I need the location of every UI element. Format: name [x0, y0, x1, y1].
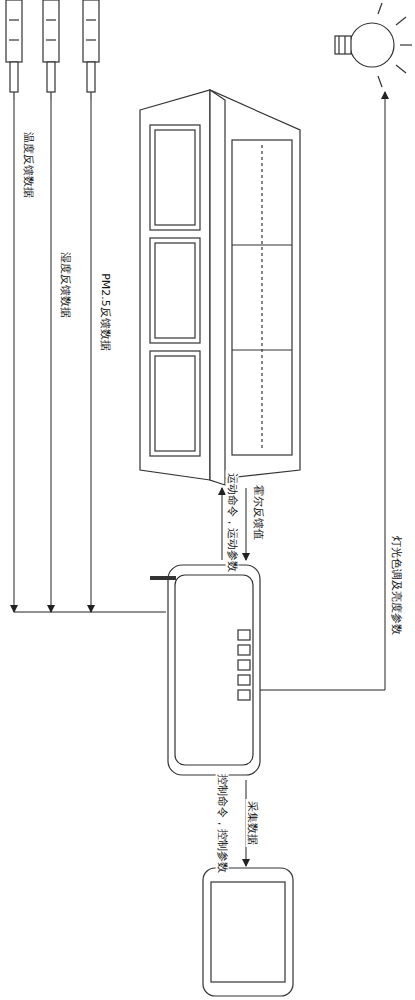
light-parameter-label: 灯光色调及亮度参数	[389, 534, 402, 637]
control-command-label: 控制命令，控制参数	[215, 772, 228, 875]
connection-lines	[14, 92, 385, 866]
humidity-sensor	[43, 0, 59, 100]
humidity-label: 湿度反馈数据	[58, 250, 71, 320]
pm25-label: PM2.5反馈数据	[98, 271, 111, 353]
light-bulb	[335, 3, 412, 87]
collected-data-label: 采集数据	[245, 799, 258, 847]
pm25-sensor	[83, 0, 99, 100]
router	[150, 565, 260, 775]
smartphone	[203, 868, 293, 996]
temperature-label: 温度反馈数据	[21, 130, 34, 200]
hall-feedback-label: 霍尔反馈值	[251, 483, 264, 542]
temperature-sensor	[6, 0, 22, 100]
cabinet	[140, 90, 300, 485]
motion-command-label: 运动命令，运动参数	[225, 471, 238, 574]
